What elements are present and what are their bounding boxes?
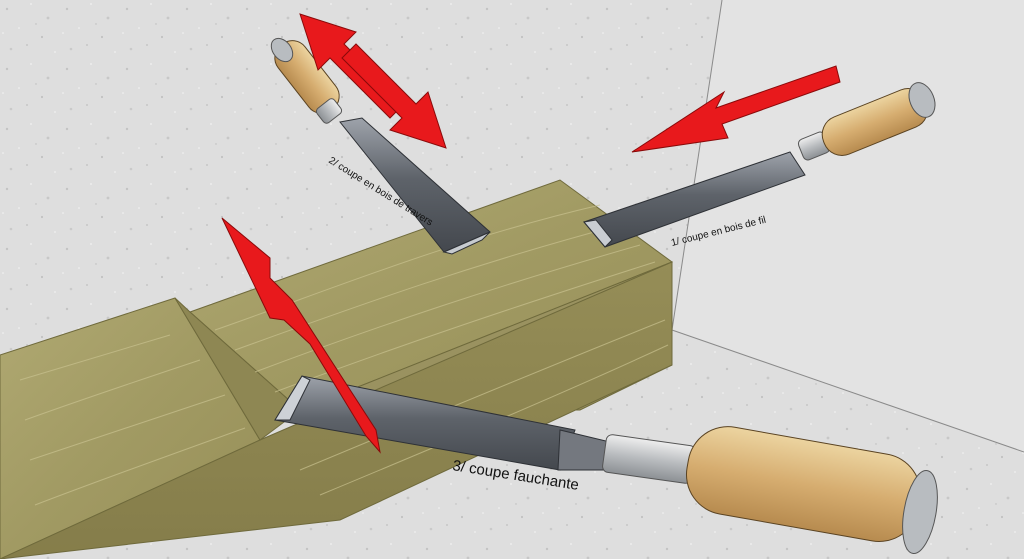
floor-edge xyxy=(671,329,1024,453)
arrow-3-plate xyxy=(221,217,381,454)
arrow-2-down xyxy=(341,43,447,149)
chisel-3-cap xyxy=(902,470,938,554)
arrow-1 xyxy=(631,65,841,153)
chisel-1 xyxy=(583,82,936,248)
arrow-2-double xyxy=(299,13,447,149)
arrow-3-pivot xyxy=(221,217,381,454)
chisel-2 xyxy=(270,37,491,255)
chisel-1-bevel xyxy=(583,219,613,248)
chisel-2-ferrule xyxy=(315,98,343,124)
chisel-3-bevel xyxy=(274,375,311,421)
chisel-1-cap xyxy=(908,82,936,118)
chisel-2-bevel xyxy=(442,231,491,255)
wall-corner-edge xyxy=(671,0,723,331)
right-wall xyxy=(672,0,1024,452)
wood-grain xyxy=(19,204,669,506)
